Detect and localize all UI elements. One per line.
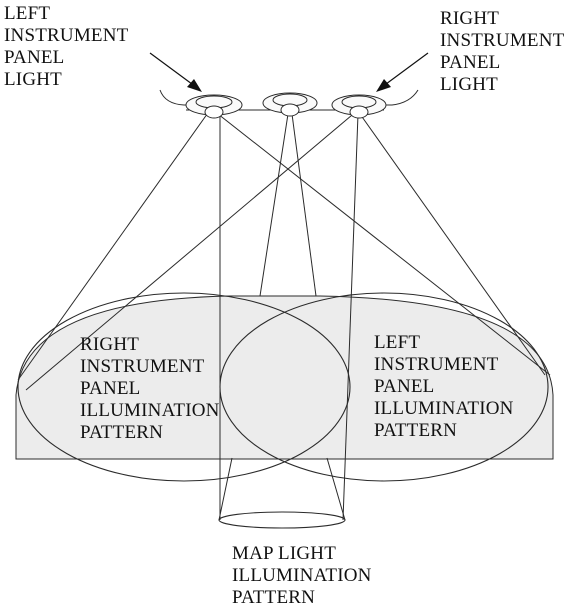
map-light bbox=[262, 92, 318, 117]
right-panel-pattern-ellipse bbox=[17, 292, 351, 482]
map-light-illumination-pattern-label: MAP LIGHT ILLUMINATION PATTERN bbox=[232, 543, 372, 608]
map-light-cone bbox=[218, 457, 346, 521]
left-instrument-panel-light bbox=[185, 94, 243, 119]
right-instrument-panel-light-label: RIGHT INSTRUMENT PANEL LIGHT bbox=[440, 8, 565, 95]
right-instrument-panel-light bbox=[331, 94, 387, 119]
left-panel-illumination-pattern-label: LEFT INSTRUMENT PANEL ILLUMINATION PATTE… bbox=[374, 332, 514, 441]
left-light-arrow bbox=[149, 52, 202, 92]
left-instrument-panel-light-label: LEFT INSTRUMENT PANEL LIGHT bbox=[4, 3, 129, 90]
right-panel-illumination-pattern-label: RIGHT INSTRUMENT PANEL ILLUMINATION PATT… bbox=[80, 334, 220, 443]
map-light-pattern-ellipse bbox=[218, 511, 346, 529]
right-light-arrow bbox=[376, 52, 429, 92]
light-beams bbox=[17, 109, 551, 521]
